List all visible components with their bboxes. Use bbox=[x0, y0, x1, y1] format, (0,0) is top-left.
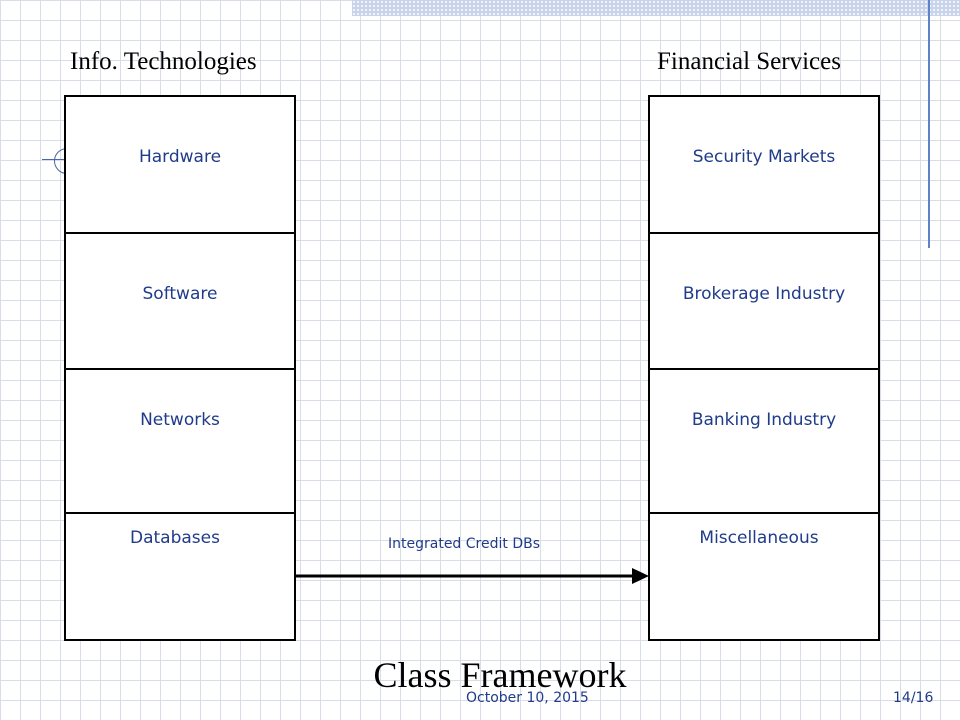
right-cell-miscellaneous: Miscellaneous bbox=[650, 514, 878, 639]
decorative-vertical-line bbox=[928, 0, 930, 248]
right-cell-label: Brokerage Industry bbox=[682, 284, 846, 304]
slide-title: Class Framework bbox=[373, 655, 627, 695]
left-column-box: Hardware Software Networks Databases bbox=[64, 95, 296, 641]
left-cell-label: Software bbox=[142, 284, 218, 304]
right-cell-security-markets: Security Markets bbox=[650, 97, 878, 234]
right-cell-brokerage-industry: Brokerage Industry bbox=[650, 234, 878, 370]
footer-date: October 10, 2015 bbox=[466, 690, 589, 706]
connector-arrow-head bbox=[632, 568, 649, 584]
left-cell-networks: Networks bbox=[66, 370, 294, 514]
left-cell-hardware: Hardware bbox=[66, 97, 294, 234]
right-cell-banking-industry: Banking Industry bbox=[650, 370, 878, 514]
left-cell-databases: Databases bbox=[66, 514, 294, 639]
connector-label: Integrated Credit DBs bbox=[388, 536, 540, 552]
right-cell-label: Security Markets bbox=[692, 147, 836, 167]
right-column-heading: Financial Services bbox=[657, 48, 841, 75]
right-cell-label: Banking Industry bbox=[691, 410, 837, 430]
connector-arrow bbox=[296, 568, 649, 584]
footer-page-number: 14/16 bbox=[893, 690, 934, 706]
right-cell-label: Miscellaneous bbox=[699, 528, 819, 548]
left-cell-label: Networks bbox=[140, 410, 220, 430]
left-cell-label: Databases bbox=[130, 528, 220, 548]
right-column-box: Security Markets Brokerage Industry Bank… bbox=[648, 95, 880, 641]
left-column-heading: Info. Technologies bbox=[70, 48, 257, 75]
left-cell-software: Software bbox=[66, 234, 294, 370]
header-band bbox=[352, 0, 960, 16]
left-cell-label: Hardware bbox=[138, 147, 222, 167]
